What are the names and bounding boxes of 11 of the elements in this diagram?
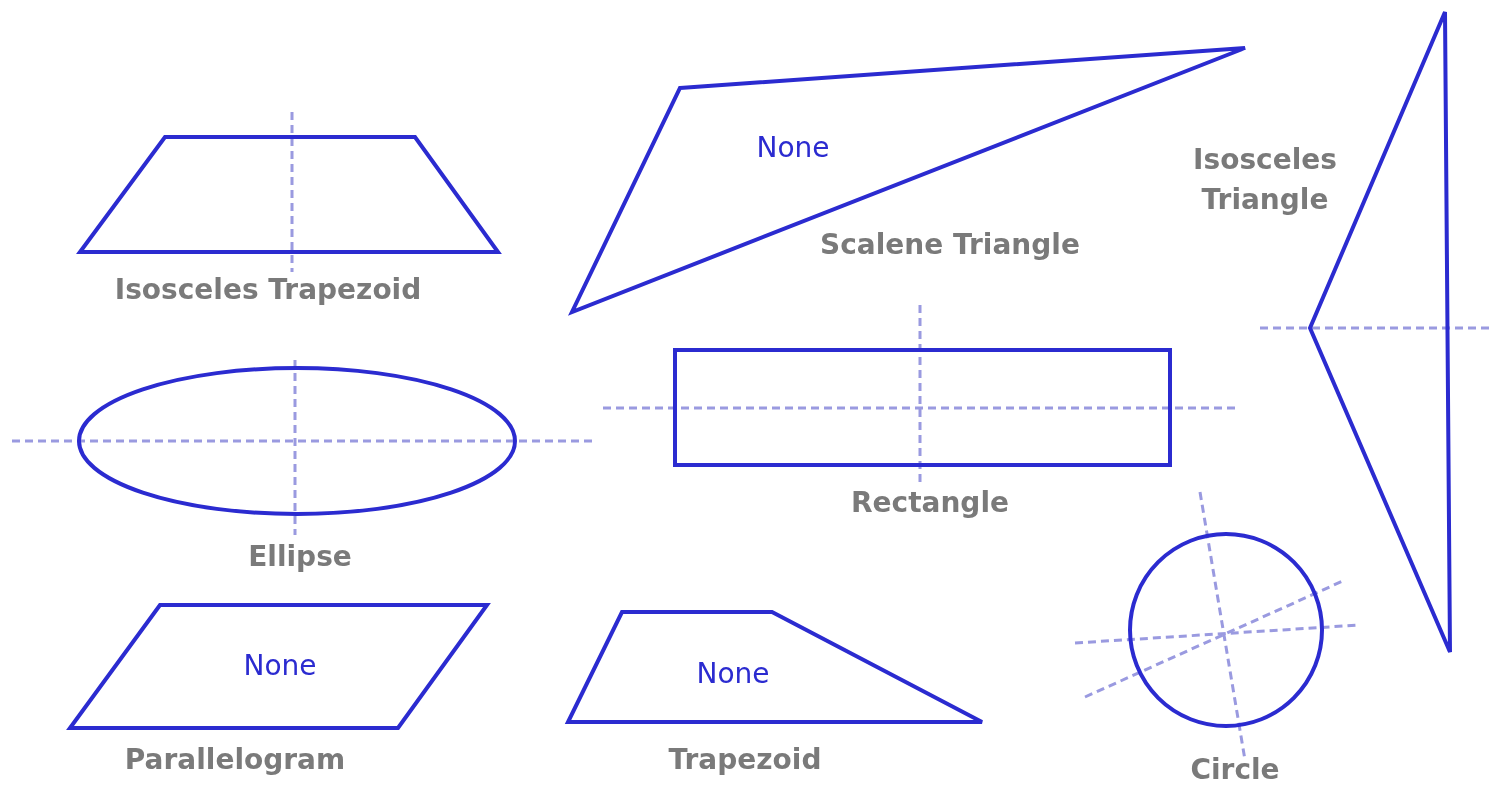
shape-caption: Trapezoid [668,742,822,778]
shape-caption: Isosceles Trapezoid [114,272,422,308]
shape-caption: Ellipse [248,539,352,575]
shape-caption: Isosceles Triangle [1192,142,1338,218]
shape-caption: Circle [1190,752,1280,788]
shape-caption: Rectangle [851,485,1009,521]
symmetry-note: None [243,648,317,682]
shape-caption: Parallelogram [124,742,346,778]
symmetry-note: None [756,130,830,164]
symmetry-note: None [696,656,770,690]
shape-caption: Scalene Triangle [820,227,1080,263]
